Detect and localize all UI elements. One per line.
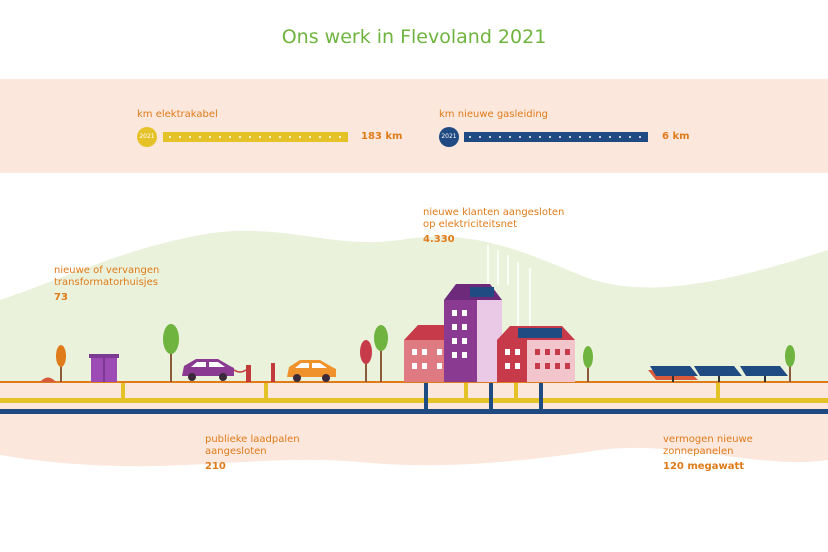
bar-dot (539, 136, 541, 138)
hill-background (0, 230, 828, 382)
elektrakabel-year-badge: 2021 (137, 127, 157, 147)
bar-dot (179, 136, 181, 138)
charging-post-icon (233, 365, 251, 382)
bar-dot (219, 136, 221, 138)
tree-green-2-icon (374, 325, 388, 382)
bar-dot (239, 136, 241, 138)
stats-band (0, 79, 828, 173)
bar-dot (629, 136, 631, 138)
bar-dot (569, 136, 571, 138)
bar-dot (589, 136, 591, 138)
bar-dot (639, 136, 641, 138)
bar-dots (169, 136, 641, 138)
charging-post-2-icon (271, 363, 275, 382)
connectors (121, 383, 720, 411)
laadpalen-label-line1: publieke laadpalen (205, 434, 300, 445)
gasleiding-value: 6 km (662, 131, 690, 142)
bar-dot (229, 136, 231, 138)
zonnepanelen-value: 120 megawatt (663, 461, 745, 472)
elektrakabel-label: km elektrakabel (137, 109, 218, 120)
bar-dot (329, 136, 331, 138)
gasleiding-label: km nieuwe gasleiding (439, 109, 549, 120)
tree-green-icon (163, 324, 179, 382)
bar-dot (599, 136, 601, 138)
bar-dot (299, 136, 301, 138)
bar-dot (269, 136, 271, 138)
bar-dot (549, 136, 551, 138)
bar-dot (309, 136, 311, 138)
bar-dot (469, 136, 471, 138)
bar-dot (289, 136, 291, 138)
bar-dot (189, 136, 191, 138)
bar-dot (199, 136, 201, 138)
tree-green-3-icon (583, 346, 593, 382)
bar-dot (499, 136, 501, 138)
bar-dot (519, 136, 521, 138)
bar-dot (609, 136, 611, 138)
tree-green-right-icon (785, 345, 795, 382)
bar-dot (319, 136, 321, 138)
zonnepanelen-label-line2: zonnepanelen (663, 446, 734, 457)
zonnepanelen-label-line1: vermogen nieuwe (663, 434, 753, 445)
elektrakabel-value: 183 km (361, 131, 403, 142)
purple-car-icon (182, 359, 234, 381)
tree-orange-left-icon (56, 345, 66, 382)
bar-dot (249, 136, 251, 138)
bar-dot (209, 136, 211, 138)
bar-dot (489, 136, 491, 138)
klanten-label-line1: nieuwe klanten aangesloten (423, 207, 565, 218)
bar-dot (339, 136, 341, 138)
bar-dot (279, 136, 281, 138)
transformator-label-line1: nieuwe of vervangen (54, 265, 160, 276)
klanten-value: 4.330 (423, 234, 455, 245)
ground-peach (0, 382, 828, 467)
bar-dot (559, 136, 561, 138)
transformator-label-line2: transformatorhuisjes (54, 277, 158, 288)
transformator-value: 73 (54, 292, 68, 303)
transformator-house-icon (89, 354, 119, 382)
cable-line (0, 398, 828, 403)
gasleiding-bar (464, 132, 648, 142)
bush-left (40, 377, 56, 382)
orange-car-icon (287, 360, 336, 382)
bar-dot (259, 136, 261, 138)
house-red-right-icon (497, 326, 575, 382)
tree-red-icon (360, 340, 372, 382)
bar-dot (579, 136, 581, 138)
klanten-label-line2: op elektriciteitsnet (423, 219, 517, 230)
solar-panels-icon (648, 366, 788, 382)
bar-dot (509, 136, 511, 138)
laadpalen-value: 210 (205, 461, 226, 472)
bar-dot (169, 136, 171, 138)
laadpalen-label-line2: aangesloten (205, 446, 267, 457)
gasleiding-year-badge: 2021 (439, 127, 459, 147)
bar-dot (479, 136, 481, 138)
elektrakabel-bar (163, 132, 348, 142)
gas-line (0, 409, 828, 414)
page-title: Ons werk in Flevoland 2021 (281, 26, 547, 48)
power-lines (487, 245, 531, 330)
bar-dot (529, 136, 531, 138)
bar-dot (619, 136, 621, 138)
apartment-building-icon (444, 284, 502, 382)
